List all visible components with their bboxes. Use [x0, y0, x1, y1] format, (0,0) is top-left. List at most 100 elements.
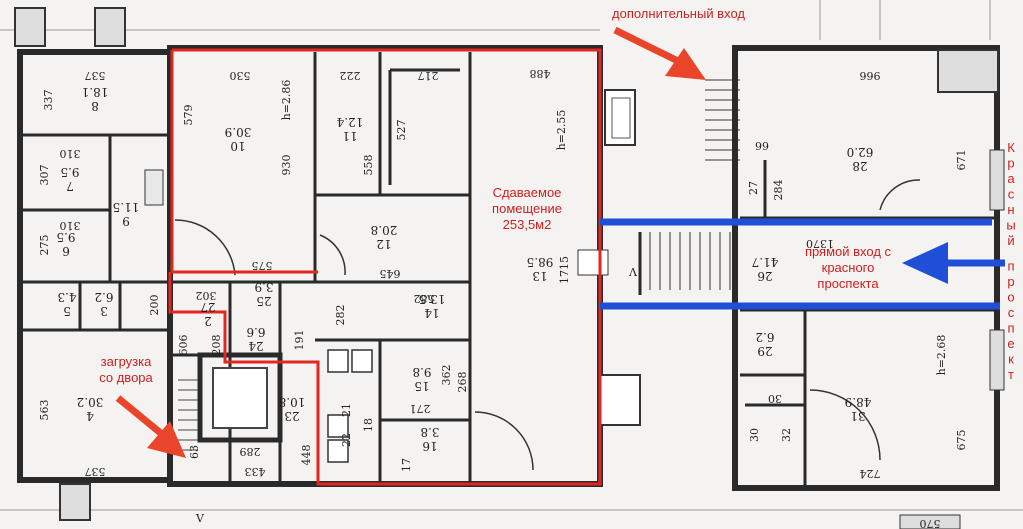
room-num: 28	[852, 159, 867, 173]
svg-text:579: 579	[182, 105, 195, 126]
svg-text:448: 448	[300, 445, 313, 466]
svg-text:575: 575	[252, 259, 273, 272]
svg-text:17: 17	[400, 458, 413, 472]
svg-text:289: 289	[240, 445, 261, 458]
street-letter: п	[1007, 259, 1014, 274]
room-area: 41.7	[752, 255, 779, 269]
svg-text:558: 558	[362, 155, 375, 176]
stairwell	[599, 79, 740, 426]
room-num: 29	[757, 344, 772, 358]
room-area: 6.6	[246, 325, 265, 339]
svg-text:208: 208	[210, 335, 223, 356]
room-num: 14	[424, 306, 440, 320]
room-area: 3.9	[254, 280, 273, 294]
street-letter: й	[1007, 233, 1014, 248]
svg-text:200: 200	[148, 295, 161, 316]
svg-text:310: 310	[60, 147, 81, 160]
room-area: 12.4	[336, 115, 363, 129]
street-letter: р	[1007, 156, 1014, 171]
svg-text:310: 310	[60, 219, 81, 232]
street-letter: с	[1008, 187, 1015, 202]
svg-text:h=2.68: h=2.68	[935, 335, 948, 376]
room-num: 5	[63, 304, 71, 318]
arrow-extra-entrance	[613, 26, 706, 80]
svg-text:32: 32	[780, 428, 793, 442]
svg-text:h=2.55: h=2.55	[555, 110, 568, 151]
svg-text:337: 337	[42, 90, 55, 111]
svg-text:h=2.86: h=2.86	[280, 80, 293, 121]
svg-text:222: 222	[340, 69, 361, 82]
room-area: 30.9	[225, 125, 252, 139]
svg-text:прямой вход с: прямой вход с	[805, 244, 892, 259]
svg-text:307: 307	[38, 165, 51, 186]
loading-label: загрузка со двора	[99, 354, 153, 385]
right-block	[732, 45, 1005, 529]
room-area: 27	[200, 300, 215, 314]
room-num: 10	[230, 139, 245, 153]
svg-text:284: 284	[772, 180, 785, 201]
arrow-direct-entrance	[902, 242, 1005, 284]
room-num: 4	[86, 409, 94, 423]
room-num: 6	[62, 244, 70, 258]
street-letter: н	[1007, 202, 1014, 217]
room-labels: 8 18.1 7 9.5 6 9.5 9 11.5 5 4.3 3 6.2 4 …	[56, 85, 873, 453]
room-num: 2	[204, 314, 212, 328]
svg-text:1715: 1715	[558, 256, 571, 284]
extra-entrance-label: дополнительный вход	[612, 6, 745, 21]
room-area: 13.5	[419, 292, 446, 306]
svg-text:362: 362	[440, 365, 453, 386]
street-letter: а	[1007, 171, 1015, 186]
room-num: 15	[414, 379, 429, 393]
room-area: 6.2	[94, 290, 113, 304]
svg-text:527: 527	[395, 120, 408, 141]
room-area: 98.5	[527, 255, 554, 269]
room-area: 4.3	[57, 290, 76, 304]
street-letter: е	[1007, 336, 1014, 351]
svg-text:724: 724	[860, 467, 881, 480]
room-num: 7	[66, 179, 74, 193]
svg-text:66: 66	[755, 139, 769, 152]
svg-text:530: 530	[230, 69, 251, 82]
direct-entrance-label: прямой вход с красного проспекта	[805, 244, 892, 291]
rental-area-outline	[168, 48, 602, 486]
street-letter: т	[1008, 367, 1014, 382]
svg-text:671: 671	[955, 150, 968, 171]
room-num: 16	[422, 439, 437, 453]
room-num: 25	[256, 294, 271, 308]
svg-text:271: 271	[410, 402, 431, 415]
svg-text:18: 18	[362, 418, 375, 432]
street-letter: К	[1007, 140, 1015, 155]
svg-text:433: 433	[245, 465, 266, 478]
room-num: 31	[850, 409, 865, 423]
room-area: 62.0	[847, 145, 874, 159]
svg-text:22: 22	[340, 433, 353, 447]
svg-text:217: 217	[418, 69, 439, 82]
svg-text:проспекта: проспекта	[817, 276, 879, 291]
svg-text:21: 21	[340, 403, 353, 417]
room-area: 18.1	[82, 85, 109, 99]
svg-text:275: 275	[38, 235, 51, 256]
svg-text:красного: красного	[822, 260, 875, 275]
room-num: 23	[284, 409, 299, 423]
svg-text:582: 582	[414, 292, 435, 305]
svg-text:загрузка: загрузка	[101, 354, 152, 369]
room-area: 9.5	[60, 165, 79, 179]
svg-text:488: 488	[530, 67, 551, 80]
svg-text:30: 30	[748, 428, 761, 442]
street-letter: с	[1008, 305, 1015, 320]
arrow-loading	[115, 395, 186, 458]
svg-text:помещение: помещение	[492, 201, 562, 216]
room-num: 24	[248, 339, 264, 353]
svg-text:63: 63	[188, 445, 201, 459]
svg-text:282: 282	[334, 305, 347, 326]
svg-text:302: 302	[196, 289, 217, 302]
street-letter: о	[1007, 290, 1014, 305]
room-area: 10.8	[279, 395, 306, 409]
room-num: 11	[342, 129, 357, 143]
svg-text:645: 645	[380, 267, 401, 280]
svg-text:30: 30	[768, 392, 782, 405]
svg-text:537: 537	[85, 69, 106, 82]
room-num: 9	[122, 214, 130, 228]
